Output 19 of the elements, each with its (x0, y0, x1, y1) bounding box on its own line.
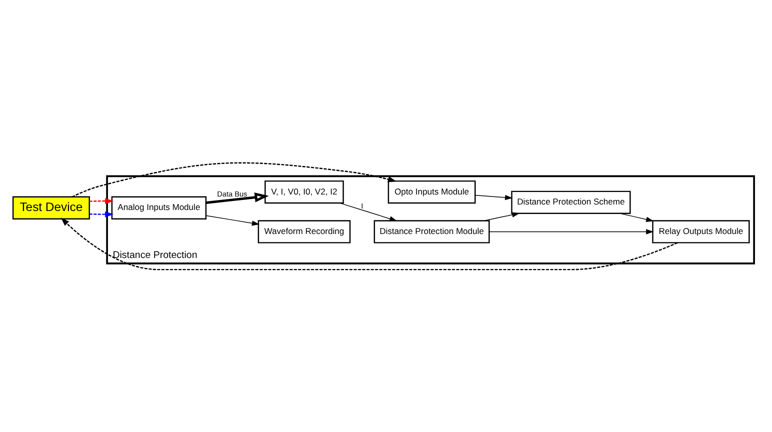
arrow (72, 162, 397, 198)
arrow (474, 194, 513, 200)
arrow (206, 215, 260, 226)
node-box: Waveform Recording (258, 220, 351, 244)
node-box: Distance Protection Scheme (511, 190, 631, 214)
node-box: Opto Inputs Module (388, 180, 476, 204)
node-box: Test Device (12, 196, 90, 220)
node-box: Relay Outputs Module (652, 220, 750, 244)
arrow (339, 202, 398, 222)
arrow (89, 198, 114, 204)
arrow (89, 211, 114, 218)
arrow (60, 218, 678, 270)
node-box: V, I, V0, I0, V2, I2 (264, 180, 344, 204)
node-box: Distance Protection Module (374, 220, 490, 244)
arrow (488, 229, 654, 234)
node-box: Analog Inputs Module (111, 196, 207, 220)
arrow (620, 213, 654, 222)
arrow (484, 212, 520, 222)
arrow (206, 192, 269, 204)
